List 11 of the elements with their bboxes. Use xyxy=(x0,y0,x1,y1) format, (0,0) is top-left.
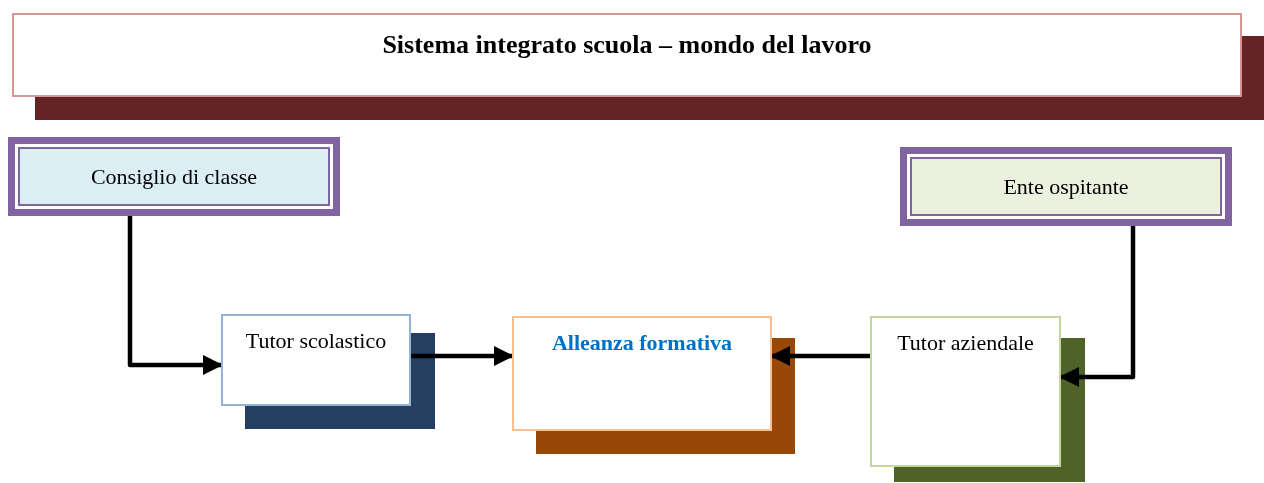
box-label: Tutor scolastico xyxy=(244,328,388,354)
box-label: Alleanza formativa xyxy=(550,330,734,356)
process-box xyxy=(900,147,1232,226)
title: Sistema integrato scuola – mondo del lavoro xyxy=(382,30,872,60)
box-label: Consiglio di classe xyxy=(89,164,259,190)
box-label: Tutor aziendale xyxy=(896,330,1035,356)
process-box xyxy=(221,314,411,406)
box-label: Ente ospitante xyxy=(1002,174,1130,200)
process-box xyxy=(512,316,772,431)
process-box xyxy=(8,137,340,216)
process-box xyxy=(870,316,1061,467)
